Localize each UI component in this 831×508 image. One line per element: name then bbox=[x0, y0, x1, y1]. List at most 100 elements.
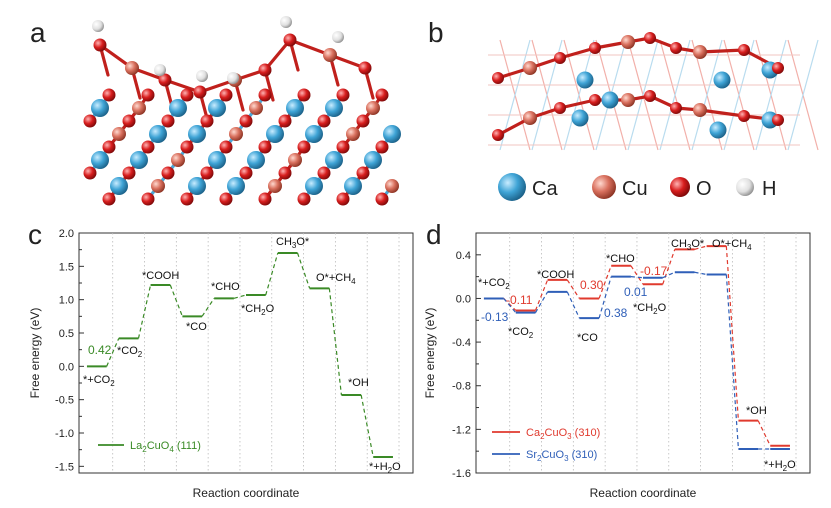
chain-atom bbox=[523, 61, 537, 75]
chart-c-series bbox=[86, 252, 393, 458]
c-state-label: *OH bbox=[348, 377, 369, 389]
o-atom bbox=[102, 140, 116, 154]
chart-c-legend-label: La2CuO4 (111) bbox=[130, 440, 201, 454]
chart-d-connector bbox=[534, 291, 549, 313]
chart-d-y-ticks: 0.40.0-0.4-0.8-1.2-1.6 bbox=[452, 250, 481, 480]
chart-c-y-tick-label: 1.5 bbox=[59, 261, 74, 273]
chain-atom bbox=[670, 42, 682, 54]
d-state-label: *CH2O bbox=[633, 302, 667, 316]
bond bbox=[558, 46, 597, 60]
o-atom bbox=[258, 140, 272, 154]
cu-atom bbox=[268, 179, 282, 193]
d-annotation-red: -0.11 bbox=[506, 293, 533, 307]
chart-c-y-tick-label: 0.5 bbox=[59, 328, 74, 340]
legend-ca-label: Ca bbox=[532, 178, 558, 200]
surface-atom bbox=[283, 33, 297, 47]
chain-atom bbox=[738, 44, 750, 56]
bond bbox=[698, 48, 746, 54]
o-atom bbox=[356, 166, 370, 180]
c-state-label: *CO bbox=[186, 321, 207, 333]
d-state-label: *CO bbox=[577, 332, 598, 344]
ca-atom bbox=[325, 99, 343, 117]
o-atom bbox=[122, 114, 136, 128]
o-atom bbox=[141, 88, 155, 102]
o-atom bbox=[161, 166, 175, 180]
ca-atom bbox=[130, 151, 148, 169]
chart-d-connector bbox=[694, 245, 707, 250]
cu-atom bbox=[112, 127, 126, 141]
legend-h-label: H bbox=[762, 178, 776, 200]
chart-d-connector bbox=[725, 246, 740, 421]
panel-label-c: c bbox=[28, 219, 42, 250]
chart-d-y-tick-label: -1.6 bbox=[452, 468, 471, 480]
o-atom bbox=[219, 88, 233, 102]
surface-atom bbox=[358, 61, 372, 75]
o-atom bbox=[278, 114, 292, 128]
ca-atom bbox=[208, 151, 226, 169]
o-atom bbox=[239, 114, 253, 128]
lattice-stick bbox=[755, 39, 787, 151]
lattice-stick bbox=[627, 39, 659, 151]
h-atom bbox=[280, 16, 292, 28]
chart-d-y-tick-label: -1.2 bbox=[452, 424, 471, 436]
chart-c-connector bbox=[328, 288, 343, 396]
chart-d-y-tick-label: -0.8 bbox=[452, 381, 471, 393]
surface-atom bbox=[158, 73, 172, 87]
chart-d-connector bbox=[598, 265, 612, 299]
ca-atom bbox=[208, 99, 226, 117]
h-atom bbox=[332, 31, 344, 43]
c-state-label: *CH2O bbox=[241, 303, 275, 317]
chart-d-legend-label-ca: Ca2CuO3 (310) bbox=[526, 427, 600, 441]
chart-d-grid bbox=[509, 233, 797, 473]
surface-atom bbox=[125, 61, 139, 75]
chart-c-connector bbox=[296, 252, 311, 289]
lattice-stick bbox=[787, 39, 819, 151]
chain-atom bbox=[621, 93, 635, 107]
chart-d-y-tick-label: 0.4 bbox=[456, 250, 471, 262]
panel-label-a: a bbox=[30, 17, 46, 48]
ca-atom bbox=[383, 125, 401, 143]
cu-atom bbox=[366, 101, 380, 115]
chart-c-connector bbox=[233, 294, 247, 299]
chart-d-y-tick-label: -0.4 bbox=[452, 337, 471, 349]
chain-atom bbox=[589, 42, 601, 54]
chart-d-connector bbox=[694, 271, 707, 276]
chain-atom bbox=[738, 110, 750, 122]
o-atom bbox=[317, 166, 331, 180]
chart-d-connector bbox=[630, 265, 644, 285]
cu-atom bbox=[346, 127, 360, 141]
surface-atom bbox=[258, 63, 272, 77]
ca-atom bbox=[709, 121, 727, 139]
cu-atom bbox=[132, 101, 146, 115]
crystal-structure-b bbox=[488, 32, 819, 151]
d-state-label: CH3O* bbox=[671, 238, 705, 252]
chart-c: 2.01.51.00.50.0-0.5-1.0-1.5 Free energy … bbox=[28, 228, 414, 500]
d-state-label: *+H2O bbox=[764, 459, 796, 473]
chart-c-y-tick-label: -1.0 bbox=[55, 428, 74, 440]
ca-atom bbox=[149, 125, 167, 143]
surface-atom bbox=[93, 38, 107, 52]
o-atom bbox=[239, 166, 253, 180]
o-atom bbox=[219, 192, 233, 206]
chart-d-connector bbox=[566, 279, 580, 299]
o-atom bbox=[297, 140, 311, 154]
chain-atom bbox=[554, 52, 566, 64]
chart-c-grid bbox=[112, 233, 400, 473]
o-atom bbox=[180, 192, 194, 206]
chart-d-connector bbox=[503, 298, 517, 314]
cu-atom bbox=[249, 101, 263, 115]
chart-c-connector bbox=[201, 297, 215, 317]
panel-label-b: b bbox=[428, 17, 444, 48]
o-atom bbox=[356, 114, 370, 128]
ca-atom bbox=[188, 177, 206, 195]
c-state-label: *+H2O bbox=[369, 461, 401, 475]
crystal-structure-a bbox=[83, 16, 401, 206]
chart-d: 0.40.0-0.4-0.8-1.2-1.6 Free energy (eV) … bbox=[423, 232, 811, 500]
chart-c-connector bbox=[265, 252, 279, 296]
chart-c-xlabel: Reaction coordinate bbox=[193, 486, 300, 500]
o-atom bbox=[317, 114, 331, 128]
c-state-label: O*+CH4 bbox=[316, 272, 356, 286]
chain-atom bbox=[644, 32, 656, 44]
chain-atom bbox=[772, 114, 784, 126]
o-atom bbox=[375, 140, 389, 154]
